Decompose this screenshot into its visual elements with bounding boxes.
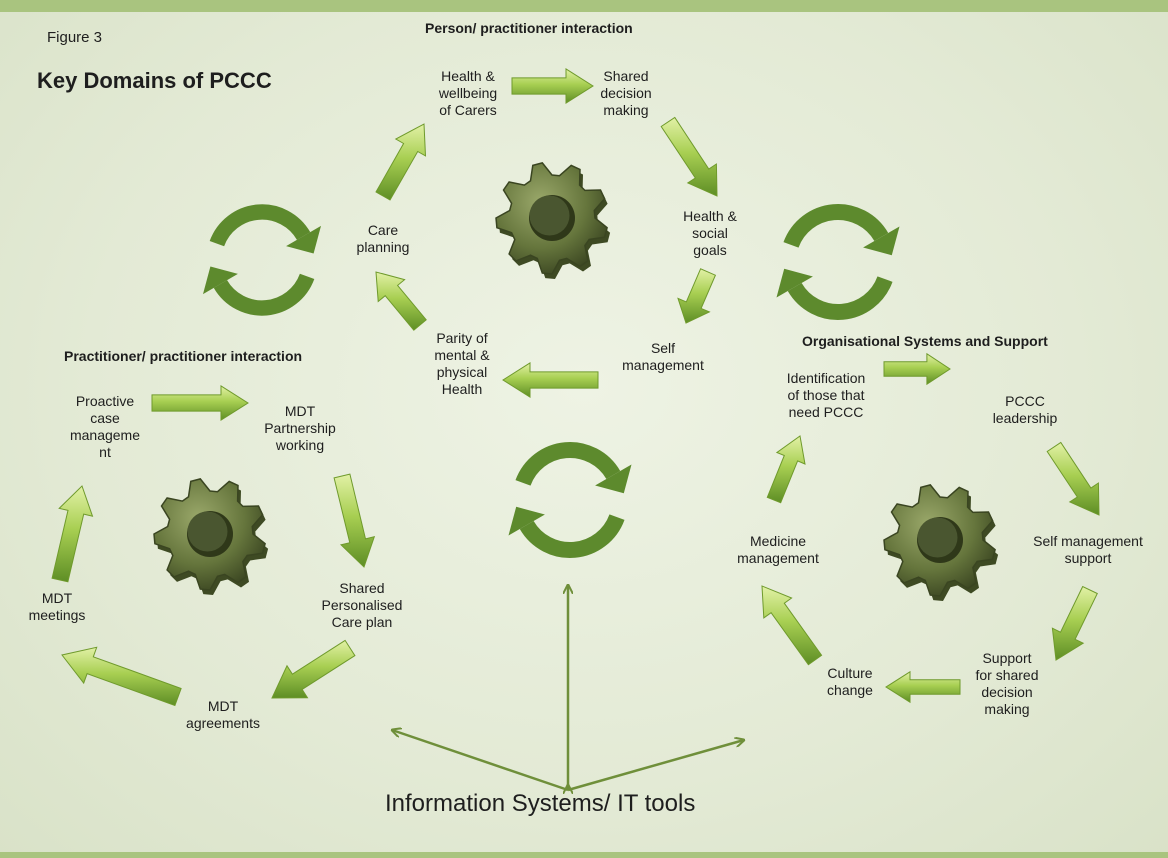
person-cycle-heading: Person/ practitioner interaction bbox=[425, 20, 633, 36]
arrow-medicine-to-identification bbox=[766, 435, 806, 504]
figure-title: Key Domains of PCCC bbox=[37, 68, 272, 93]
arrow-shared-to-culture bbox=[885, 670, 961, 704]
it-link-left bbox=[392, 730, 569, 792]
cycle-icon-right bbox=[776, 204, 900, 320]
it-link-right bbox=[567, 740, 744, 792]
gear-practitioner bbox=[153, 478, 269, 595]
arrow-proactive-to-mdt bbox=[151, 384, 249, 422]
arrow-self-support-to-shared bbox=[1051, 585, 1098, 661]
arrow-culture-to-medicine bbox=[761, 585, 823, 666]
arrow-carers-to-decision bbox=[511, 67, 594, 105]
arrow-agreements-to-meetings bbox=[61, 646, 182, 707]
arrow-careplan-to-agreements bbox=[271, 639, 356, 699]
arrow-parity-to-care bbox=[375, 271, 427, 331]
arrow-leadership-to-self-support bbox=[1046, 441, 1100, 516]
arrow-self-to-parity bbox=[502, 361, 599, 399]
gear-organisational bbox=[883, 484, 999, 601]
practitioner-cycle-heading: Practitioner/ practitioner interaction bbox=[64, 348, 303, 364]
arrow-mdt-to-careplan bbox=[333, 473, 376, 568]
gear-person bbox=[495, 162, 611, 279]
organisational-cycle-heading: Organisational Systems and Support bbox=[802, 333, 1048, 349]
top-border bbox=[0, 0, 1168, 12]
figure-label: Figure 3 bbox=[47, 29, 103, 46]
arrow-identification-to-leadership bbox=[883, 352, 951, 386]
information-systems-label: Information Systems/ IT tools bbox=[385, 790, 696, 817]
arrow-goals-to-self bbox=[677, 268, 717, 324]
arrow-decision-to-goals bbox=[660, 116, 718, 197]
arrow-care-to-carers bbox=[375, 123, 427, 201]
bottom-border bbox=[0, 852, 1168, 858]
cycle-icon-left bbox=[203, 204, 321, 316]
cycle-icon-center bbox=[508, 442, 632, 558]
arrow-meetings-to-proactive bbox=[51, 485, 94, 583]
